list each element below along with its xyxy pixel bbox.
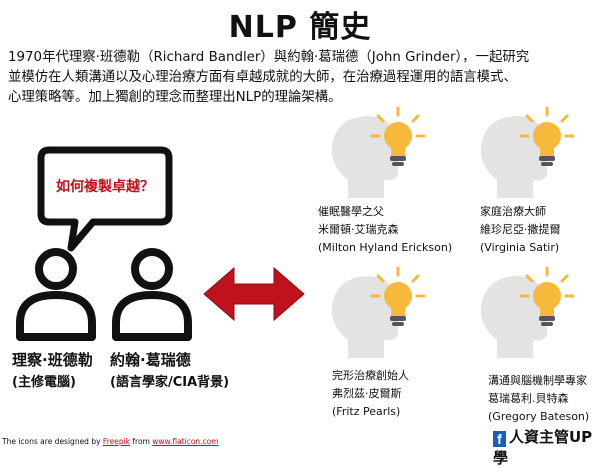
intro-line-2: 並模仿在人類溝通以及心理治療方面有卓越成就的大師，在治療過程運用的語言模式、: [8, 70, 517, 85]
person-icon: [16, 248, 96, 341]
expert-name: 弗烈茲·皮爾斯: [332, 387, 402, 400]
credit-site-link[interactable]: www.flaticon.com: [152, 437, 219, 446]
intro-line-3: 心理策略等。加上獨創的理念而整理出NLP的理論架構。: [8, 90, 342, 105]
facebook-icon: f: [493, 431, 506, 447]
intro-paragraph: 1970年代理察·班德勒（Richard Bandler）與約翰·葛瑞德（Joh…: [8, 48, 596, 108]
expert-pearls: 完形治療創始人 弗烈茲·皮爾斯 (Fritz Pearls): [332, 367, 409, 421]
head-lightbulb-icon: [331, 106, 426, 198]
founder-role-grinder: (語言學家/CIA背景): [110, 375, 230, 390]
expert-satir: 家庭治療大師 維珍尼亞·撒提爾 (Virginia Satir): [480, 203, 561, 257]
double-arrow-icon: [203, 266, 305, 322]
expert-bateson: 溝通與腦機制學專家 葛瑞葛利.貝特森 (Gregory Bateson): [488, 372, 589, 426]
expert-title: 家庭治療大師: [480, 205, 546, 218]
expert-english: (Gregory Bateson): [488, 410, 590, 423]
brand-text: 人資主管UP學: [493, 428, 593, 467]
credit-middle: from: [130, 437, 153, 446]
head-lightbulb-icon: [331, 266, 426, 358]
expert-name: 葛瑞葛利.貝特森: [488, 392, 569, 405]
credit-author-link[interactable]: Freepik: [102, 437, 131, 446]
expert-english: (Virginia Satir): [480, 241, 560, 254]
expert-title: 溝通與腦機制學專家: [488, 374, 587, 387]
founder-name-bandler: 理察·班德勒: [12, 351, 93, 369]
icon-credit: The icons are designed by Freepik from w…: [2, 437, 219, 446]
expert-english: (Milton Hyland Erickson): [318, 241, 453, 254]
expert-erickson: 催眠醫學之父 米爾頓·艾瑞克森 (Milton Hyland Erickson): [318, 203, 452, 257]
head-lightbulb-icon: [480, 106, 575, 198]
expert-title: 完形治療創始人: [332, 369, 409, 382]
head-lightbulb-icon: [480, 266, 575, 358]
expert-english: (Fritz Pearls): [332, 405, 401, 418]
expert-name: 維珍尼亞·撒提爾: [480, 223, 561, 236]
speech-bubble-icon: [37, 146, 173, 252]
expert-name: 米爾頓·艾瑞克森: [318, 223, 399, 236]
founder-name-grinder: 約翰·葛瑞德: [110, 351, 191, 369]
founder-role-bandler: (主修電腦): [12, 375, 76, 390]
page-title: NLP 簡史: [228, 10, 372, 45]
person-icon: [112, 248, 192, 341]
credit-prefix: The icons are designed by: [2, 437, 103, 446]
bubble-text: 如何複製卓越？: [56, 179, 154, 195]
expert-title: 催眠醫學之父: [318, 205, 384, 218]
intro-line-1: 1970年代理察·班德勒（Richard Bandler）與約翰·葛瑞德（Joh…: [8, 50, 530, 65]
